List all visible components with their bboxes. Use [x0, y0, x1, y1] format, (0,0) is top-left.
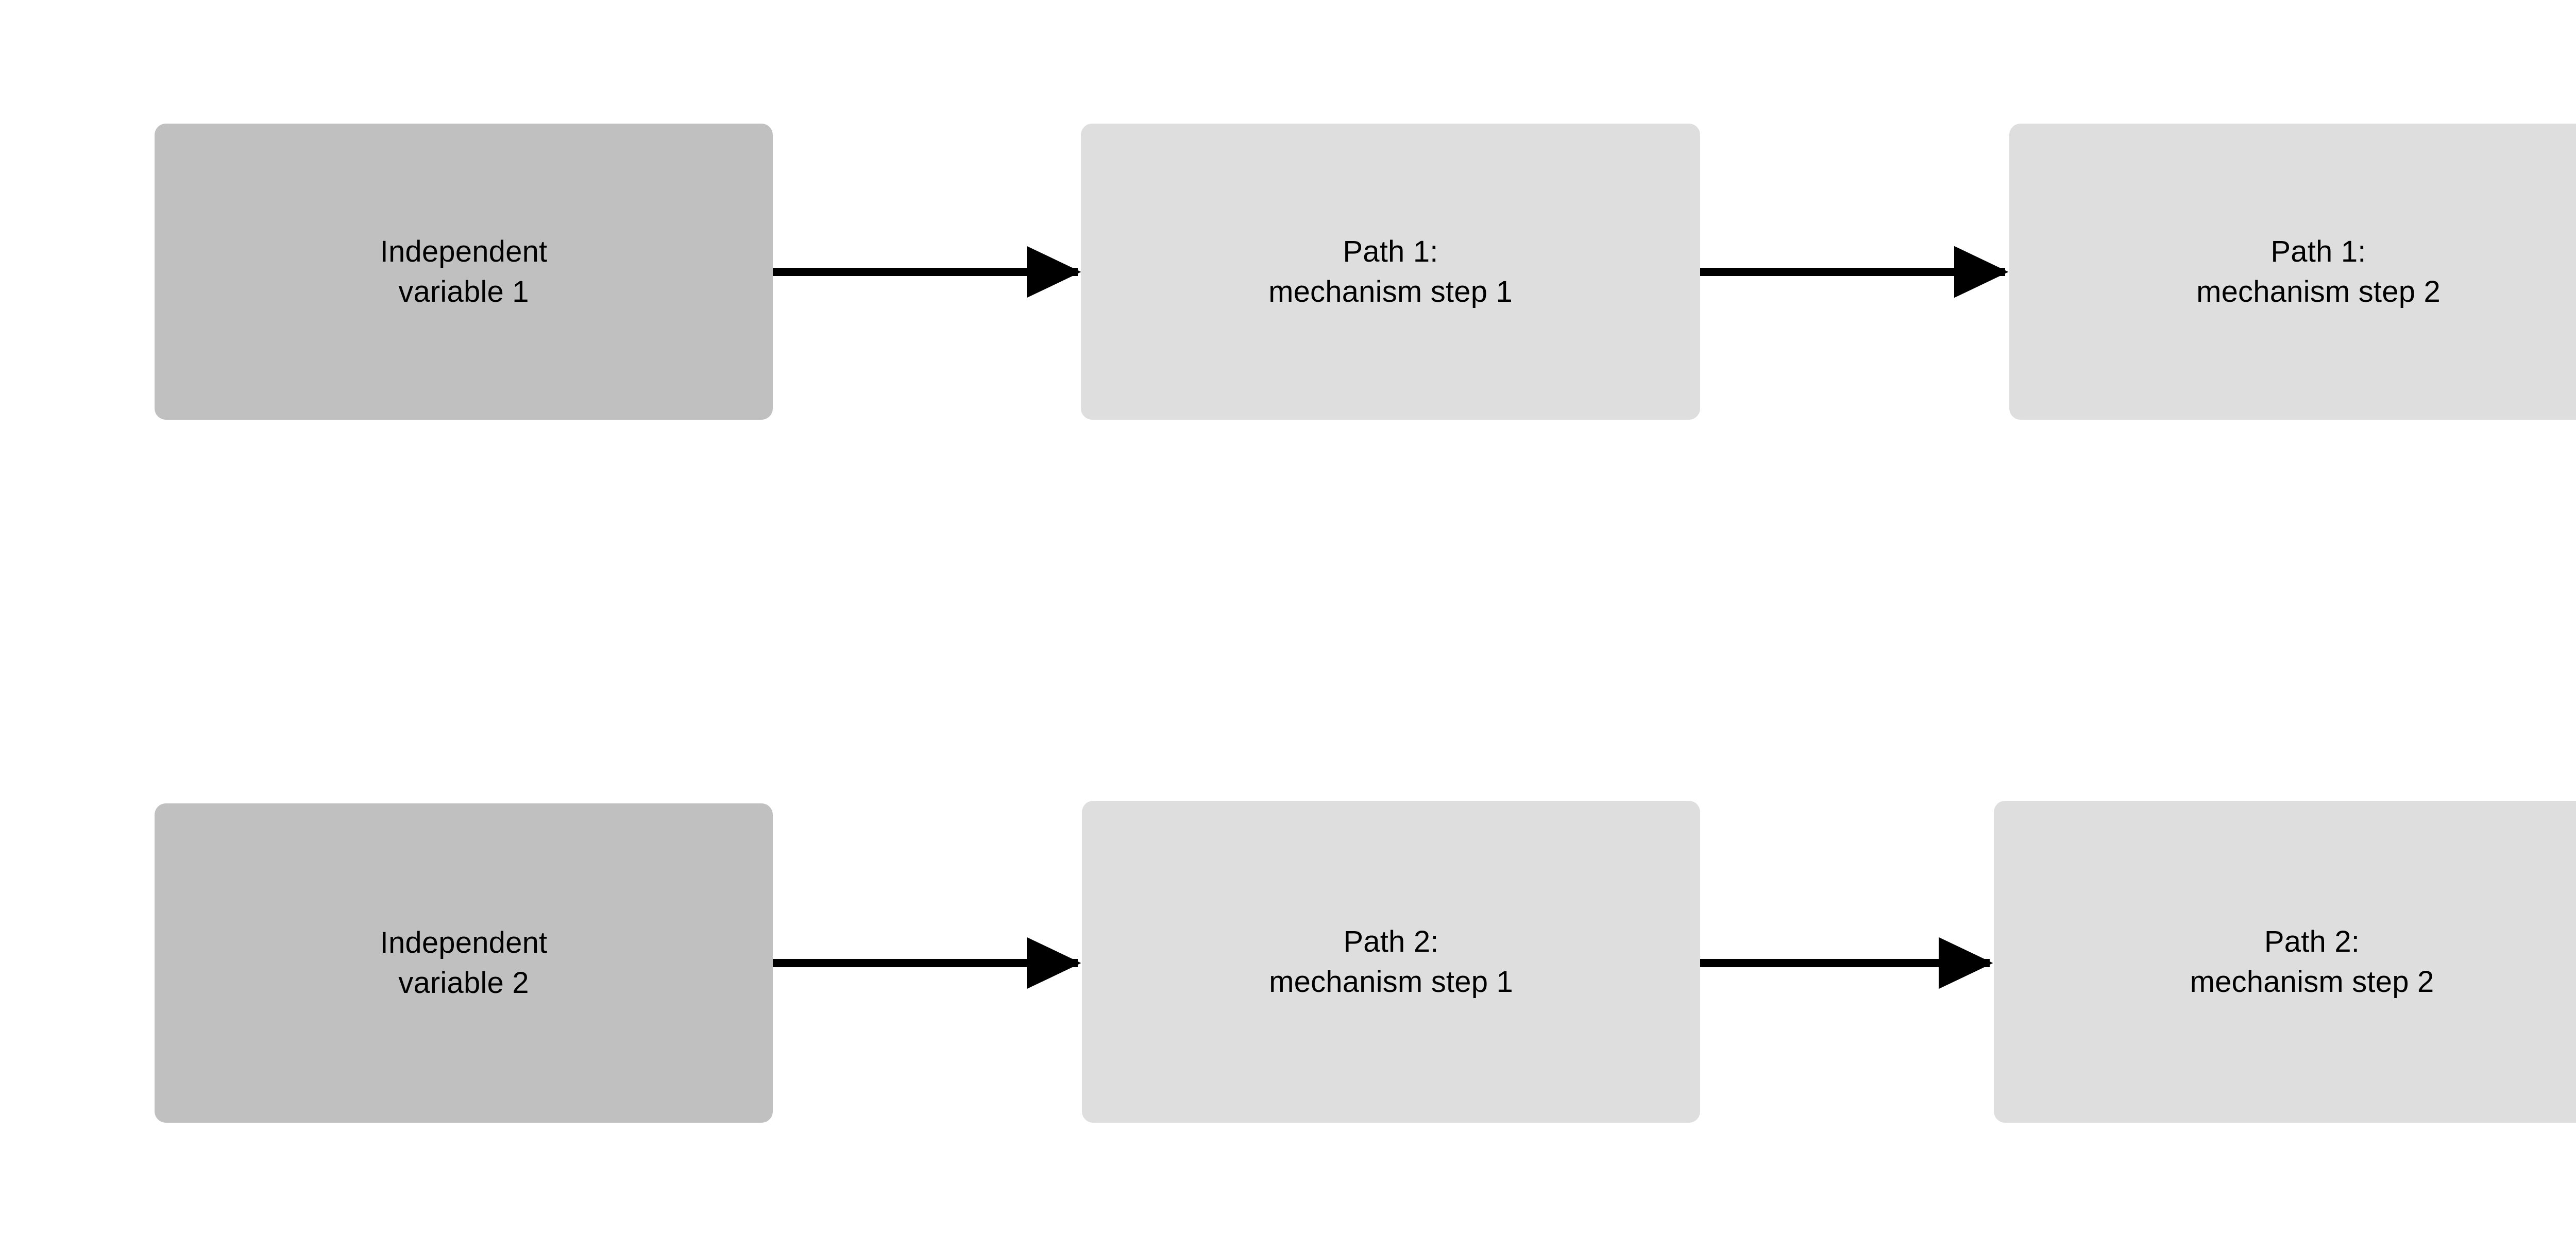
node-label-independent-variable-2: Independent variable 2 [380, 926, 548, 1000]
node-path-1-mechanism-step-2[interactable]: Path 1: mechanism step 2 [2009, 124, 2576, 420]
node-label-path-2-mechanism-step-2: Path 2: mechanism step 2 [2190, 924, 2434, 999]
node-label-independent-variable-1: Independent variable 1 [380, 234, 548, 308]
node-label-path-2-mechanism-step-1: Path 2: mechanism step 1 [1269, 924, 1513, 999]
node-path-1-mechanism-step-1[interactable]: Path 1: mechanism step 1 [1081, 124, 1700, 420]
node-path-2-mechanism-step-2[interactable]: Path 2: mechanism step 2 [1994, 801, 2576, 1123]
node-label-path-1-mechanism-step-2: Path 1: mechanism step 2 [2196, 234, 2441, 308]
node-path-2-mechanism-step-1[interactable]: Path 2: mechanism step 1 [1082, 801, 1700, 1123]
node-label-path-1-mechanism-step-1: Path 1: mechanism step 1 [1268, 234, 1513, 308]
node-independent-variable-2[interactable]: Independent variable 2 [155, 803, 773, 1123]
node-independent-variable-1[interactable]: Independent variable 1 [155, 124, 773, 420]
